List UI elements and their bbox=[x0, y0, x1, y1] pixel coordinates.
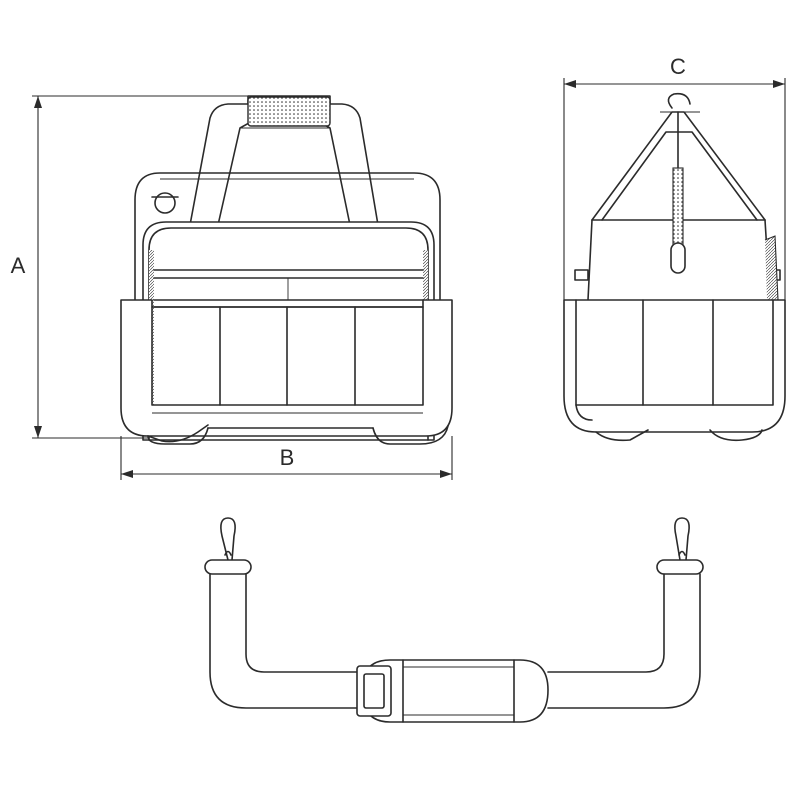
handle-grip bbox=[247, 96, 331, 127]
carry-handle bbox=[189, 95, 379, 226]
front-tray bbox=[142, 221, 435, 441]
dimension-b: B bbox=[120, 436, 453, 480]
shoulder-strap bbox=[204, 517, 704, 723]
dimension-label-b: B bbox=[280, 445, 295, 470]
dimension-label-c: C bbox=[670, 54, 686, 79]
dimension-label-a: A bbox=[11, 253, 26, 278]
top-ring-icon bbox=[667, 92, 691, 109]
zipper bbox=[670, 111, 686, 274]
dimension-c: C bbox=[563, 54, 786, 300]
front-view bbox=[120, 95, 453, 445]
front-pocket bbox=[120, 299, 453, 437]
strap-buckle-icon bbox=[356, 665, 392, 717]
bag-lid bbox=[134, 172, 441, 301]
side-view bbox=[563, 92, 786, 442]
bag-foot bbox=[147, 424, 209, 443]
snap-hook-icon bbox=[204, 517, 252, 575]
snap-hook-icon bbox=[656, 517, 704, 575]
dimension-a: A bbox=[11, 95, 248, 439]
bag-foot bbox=[372, 425, 449, 445]
d-ring-icon bbox=[151, 192, 179, 214]
